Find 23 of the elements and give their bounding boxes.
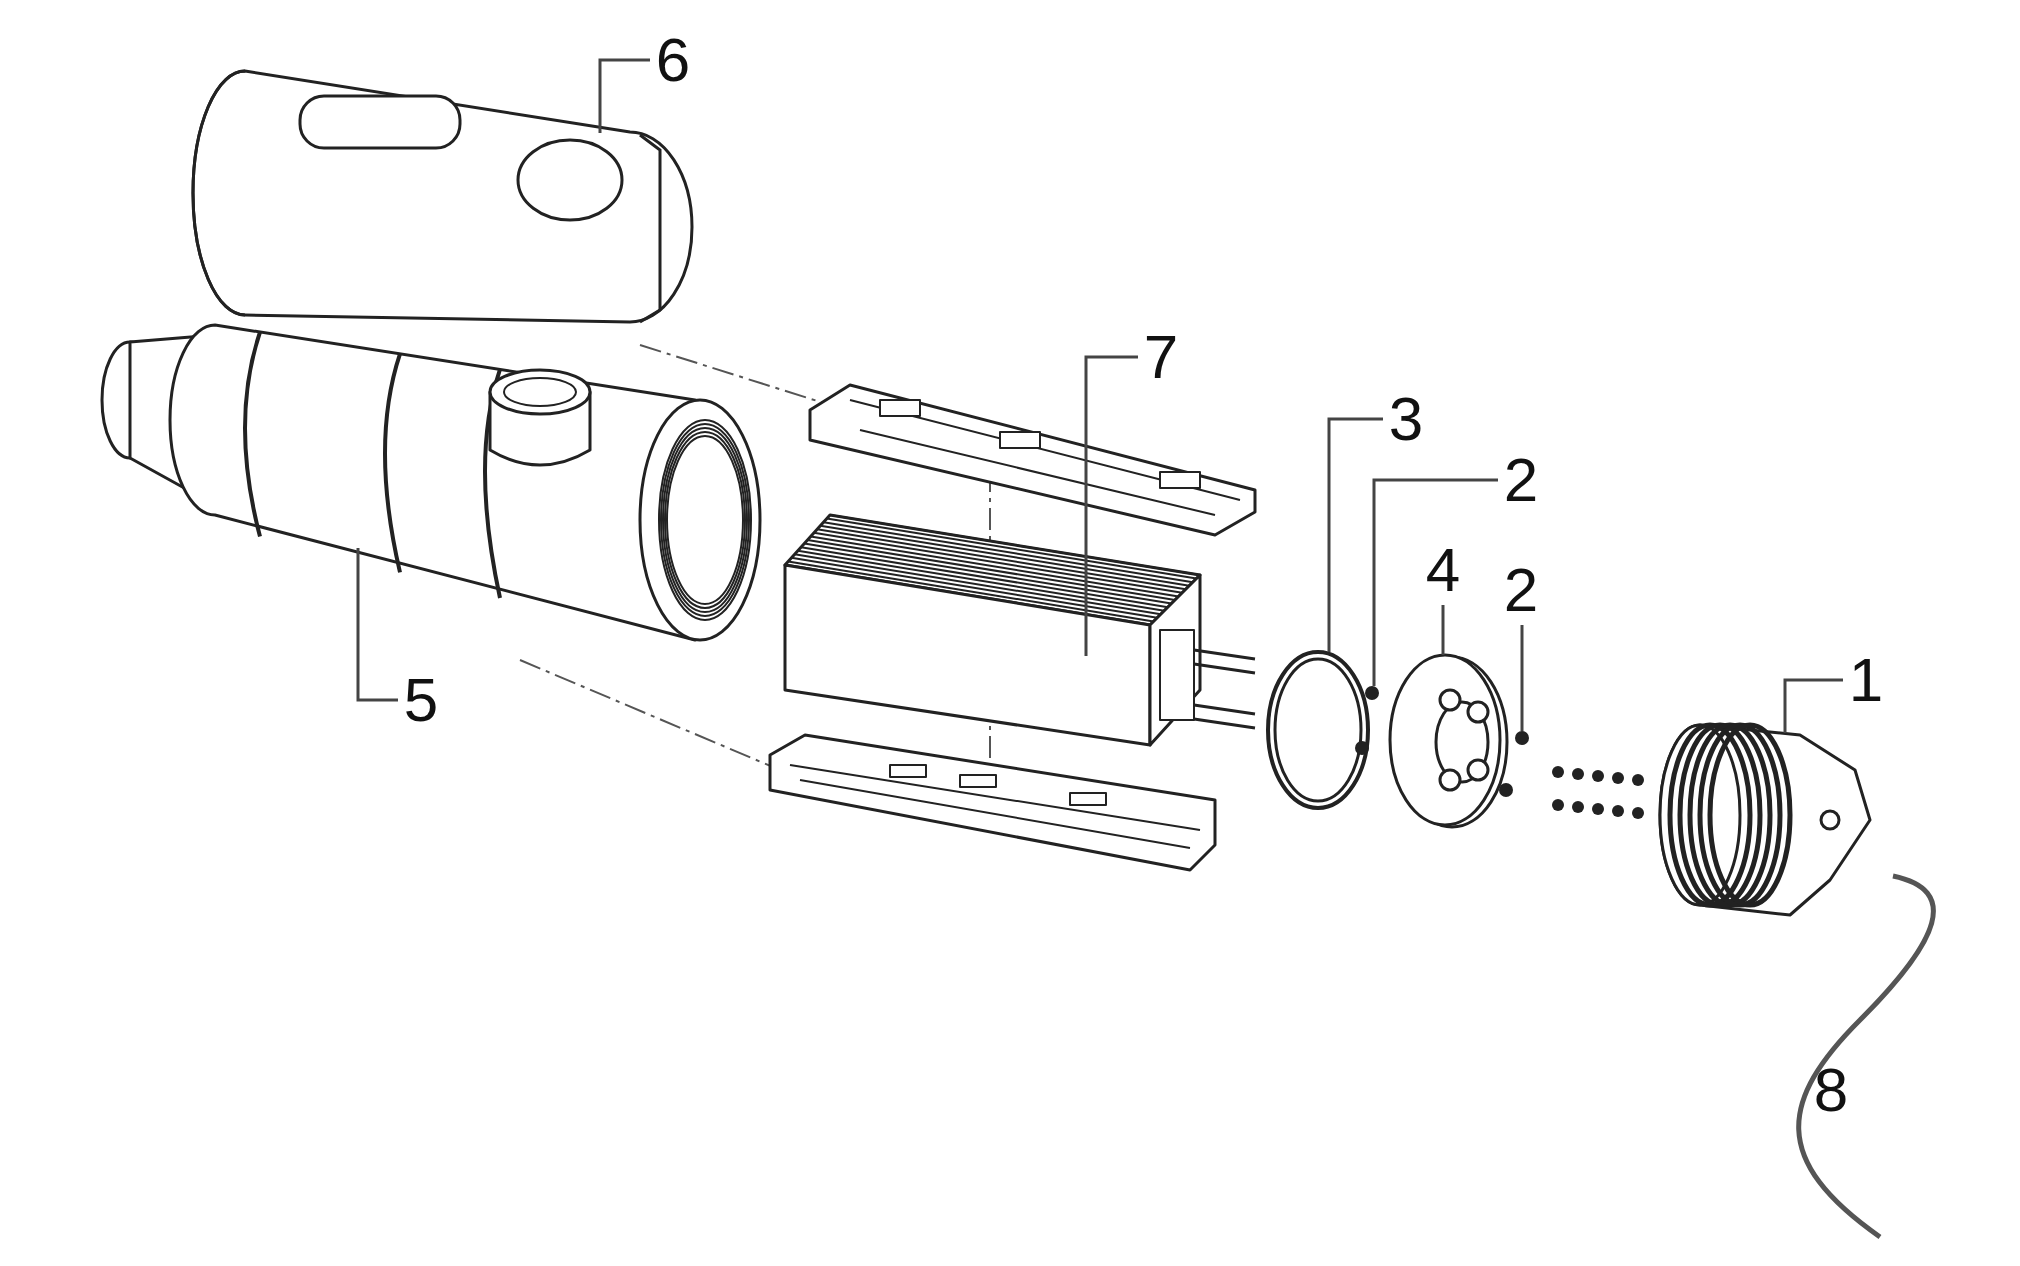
end-cap-drawing <box>1658 722 1872 917</box>
callout-number: 7 <box>1138 322 1184 392</box>
leader-line <box>1783 678 1843 733</box>
leader-line <box>1327 417 1383 652</box>
callout-number: 3 <box>1383 384 1429 454</box>
leader-line <box>598 58 650 133</box>
small-rings-drawing <box>1499 731 1529 797</box>
electrode-stack-drawing <box>783 513 1257 747</box>
housing-drawing <box>100 323 762 642</box>
o-ring-drawing <box>1266 650 1370 810</box>
leader-line <box>1372 478 1498 686</box>
leader-line <box>1441 605 1445 655</box>
leader-line <box>1520 625 1524 731</box>
callout-number: 2 <box>1498 445 1544 515</box>
end-plate-drawing <box>1388 653 1509 829</box>
callout-number: 8 <box>1812 1055 1850 1125</box>
callout-number: 4 <box>1420 535 1466 605</box>
callout-number: 2 <box>1498 555 1544 625</box>
callout-number: 6 <box>650 25 696 95</box>
callout-number: 5 <box>398 665 444 735</box>
callout-number: 1 <box>1843 645 1889 715</box>
leader-line <box>356 548 398 702</box>
small-rings-drawing <box>1355 686 1379 755</box>
